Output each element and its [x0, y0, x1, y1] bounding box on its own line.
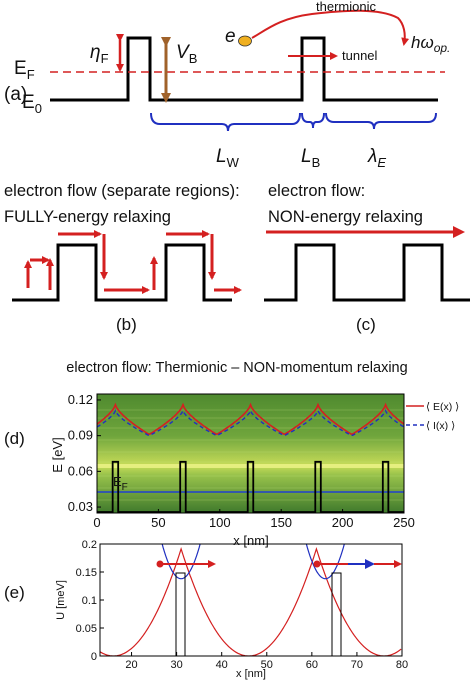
panel-d-xticks: 0 50 100 150 200 250	[93, 509, 415, 530]
xtick-d-label: 200	[332, 515, 354, 530]
panel-d-frame	[96, 393, 405, 514]
panel-d-legend: ⟨ E(x) ⟩ ⟨ I(x) ⟩	[406, 401, 459, 432]
hw-label: hωop.	[411, 33, 450, 55]
panel-c-label: (c)	[356, 315, 376, 334]
panel-e-yticks: 0.2 0.15 0.1 0.05 0	[76, 539, 104, 663]
ytick-e-label: 0.05	[76, 623, 97, 635]
panel-a: (a) EF E0 ηF VB e thermionic tunnel hωop…	[4, 0, 450, 170]
current-curve	[96, 409, 405, 436]
lb-brace	[301, 112, 325, 129]
tunnel-label: tunnel	[342, 48, 378, 63]
lb-label: LB	[301, 146, 320, 170]
panel-b-title-line1: electron flow (separate regions):	[4, 182, 240, 200]
electron-icon	[238, 35, 252, 47]
xtick-e-label: 80	[396, 659, 408, 671]
vb-label: VB	[176, 42, 197, 66]
xtick-e-label: 40	[216, 659, 228, 671]
xtick-d-label: 0	[93, 515, 100, 530]
panel-d-title: electron flow: Thermionic – NON-momentum…	[66, 360, 407, 376]
electron-dot-2	[313, 560, 321, 568]
panel-d-label: (d)	[4, 429, 25, 448]
panel-e: (e) U [meV] 0.2 0.15 0.1 0.05 0 20 30 40 50 60 70…	[4, 539, 408, 680]
ytick-d-label: 0.12	[68, 392, 93, 407]
e0-label-a: E0	[22, 92, 42, 116]
panel-b-title-line2: FULLY-energy relaxing	[4, 208, 171, 226]
barrier-e-2	[331, 572, 342, 657]
band-profile-c	[264, 243, 470, 302]
band-profile-b	[12, 243, 232, 302]
panel-c-title-line1: electron flow:	[268, 182, 365, 200]
panel-c-title-line2: NON-energy relaxing	[268, 208, 423, 226]
legend-label-current: ⟨ I(x) ⟩	[426, 420, 455, 432]
electron-label: e	[225, 26, 236, 47]
right-parabola	[161, 544, 345, 580]
lw-label: LW	[216, 146, 240, 170]
xtick-d-label: 250	[393, 515, 415, 530]
barrier-profile-d	[97, 460, 404, 513]
panel-e-label: (e)	[4, 583, 25, 602]
panel-e-xlabel: x [nm]	[236, 668, 266, 680]
panel-b: electron flow (separate regions): FULLY-…	[4, 182, 242, 334]
legend-label-energy: ⟨ E(x) ⟩	[426, 401, 459, 413]
lambda-label: λE	[367, 146, 386, 170]
xtick-e-label: 20	[125, 659, 137, 671]
panel-d-ylabel: E [eV]	[50, 437, 65, 472]
electron-dot-1	[156, 560, 164, 568]
ef-label-d: EF	[113, 474, 128, 493]
xtick-e-label: 30	[171, 659, 183, 671]
panel-e-ylabel: U [meV]	[55, 580, 67, 620]
barrier-e-1	[175, 572, 186, 657]
band-profile-a	[50, 36, 438, 102]
panel-c: electron flow: NON-energy relaxing (c)	[264, 182, 470, 334]
panel-b-label: (b)	[116, 315, 137, 334]
relaxing-flow-arrows	[24, 230, 242, 294]
thermionic-label: thermionic	[316, 0, 376, 14]
panel-e-xticks: 20 30 40 50 60 70 80	[125, 652, 408, 671]
lambda-brace	[325, 112, 437, 130]
ytick-d-label: 0.09	[68, 428, 93, 443]
panel-d-bands	[97, 409, 404, 501]
panel-d: electron flow: Thermionic – NON-momentum…	[4, 360, 459, 548]
eta-label: ηF	[90, 42, 109, 66]
ytick-d-label: 0.06	[68, 463, 93, 478]
lw-brace	[150, 112, 301, 132]
xtick-d-label: 100	[209, 515, 231, 530]
xtick-d-label: 50	[151, 515, 165, 530]
ytick-e-label: 0.15	[76, 567, 97, 579]
ytick-d-label: 0.03	[68, 499, 93, 514]
panel-d-xlabel: x [nm]	[233, 533, 268, 548]
panel-d-yticks: 0.12 0.09 0.06 0.03	[68, 392, 101, 514]
ytick-e-label: 0	[91, 651, 97, 663]
panel-a-label: (a)	[4, 84, 27, 105]
xtick-e-label: 70	[351, 659, 363, 671]
panel-d-background	[97, 394, 404, 513]
xtick-d-label: 150	[270, 515, 292, 530]
ef-label-a: EF	[14, 58, 35, 82]
energy-curve	[96, 402, 405, 435]
xtick-e-label: 60	[306, 659, 318, 671]
ytick-e-label: 0.1	[82, 595, 97, 607]
thermionic-arrow	[251, 9, 410, 46]
xtick-e-label: 50	[261, 659, 273, 671]
ytick-e-label: 0.2	[82, 539, 97, 551]
